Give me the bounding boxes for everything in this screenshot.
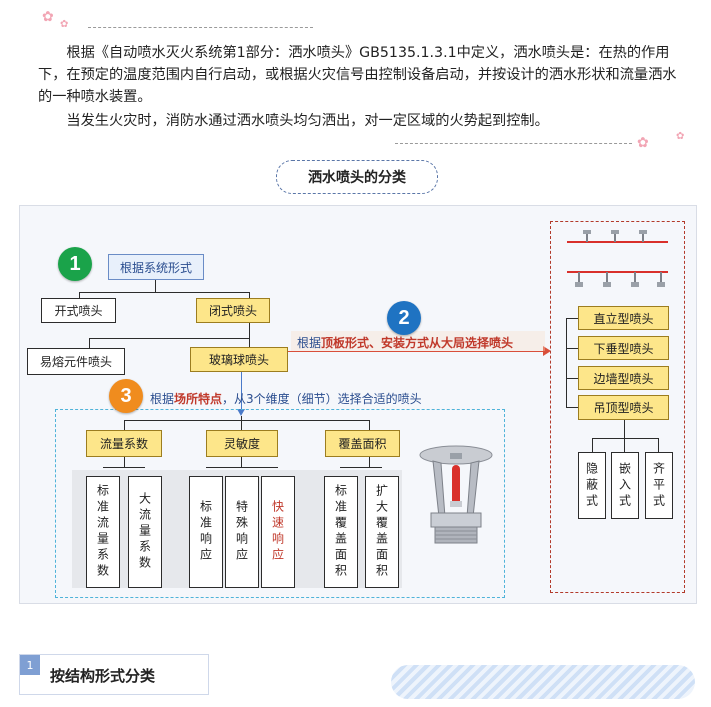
section-number: 1 (20, 655, 40, 675)
flower-decoration: ✿ (60, 19, 69, 30)
flow-item: 大流量系数 (128, 476, 162, 588)
sensitivity-item: 标准响应 (189, 476, 223, 588)
upright-sprinkler-box: 直立型喷头 (578, 306, 669, 330)
ceiling-subtype-item: 齐平式 (645, 452, 673, 519)
step-badge-3: 3 (109, 379, 143, 413)
flow-item: 标准流量系数 (86, 476, 120, 588)
sensitivity-item: 特殊响应 (225, 476, 259, 588)
classification-diagram: 1 2 3 根据系统形式 开式喷头 闭式喷头 易熔元件喷头 玻璃球喷头 根据顶板… (19, 205, 697, 604)
step-badge-1: 1 (58, 247, 92, 281)
ceiling-subtype-item: 嵌入式 (611, 452, 639, 519)
divider (395, 143, 632, 144)
note-3: 根据场所特点，从3个维度（细节）选择合适的喷头 (150, 392, 422, 406)
coverage-area-box: 覆盖面积 (325, 430, 400, 457)
ceiling-subtype-item: 隐蔽式 (578, 452, 606, 519)
closed-sprinkler-box: 闭式喷头 (196, 298, 270, 323)
sidewall-sprinkler-box: 边墙型喷头 (578, 366, 669, 390)
divider (88, 27, 313, 28)
pipe-illustration (567, 230, 668, 287)
sensitivity-box: 灵敏度 (206, 430, 278, 457)
coverage-item: 标准覆盖面积 (324, 476, 358, 588)
flower-decoration: ✿ (676, 131, 685, 142)
system-form-box: 根据系统形式 (108, 254, 204, 280)
section-pill: 洒水喷头的分类 (276, 160, 438, 194)
ceiling-sprinkler-box: 吊顶型喷头 (578, 395, 669, 420)
note-2: 根据顶板形式、安装方式从大局选择喷头 (297, 336, 514, 350)
flow-coefficient-box: 流量系数 (86, 430, 162, 457)
intro-paragraph-1: 根据《自动喷水灭火系统第1部分：洒水喷头》GB5135.1.3.1中定义，洒水喷… (38, 45, 677, 105)
coverage-item: 扩大覆盖面积 (365, 476, 399, 588)
section-title: 按结构形式分类 (50, 667, 156, 685)
decorative-pattern (391, 665, 695, 699)
sprinkler-head-image (417, 439, 495, 549)
intro-paragraph-2: 当发生火灾时，消防水通过洒水喷头均匀洒出，对一定区域的火势起到控制。 (66, 113, 549, 129)
section-header: 1 按结构形式分类 (19, 654, 209, 695)
open-sprinkler-box: 开式喷头 (41, 298, 116, 323)
flower-decoration: ✿ (42, 9, 54, 25)
glass-bulb-sprinkler-box: 玻璃球喷头 (190, 347, 288, 372)
flower-decoration: ✿ (637, 135, 649, 151)
sensitivity-item-fast: 快速响应 (261, 476, 295, 588)
pendent-sprinkler-box: 下垂型喷头 (578, 336, 669, 360)
fusible-sprinkler-box: 易熔元件喷头 (27, 348, 125, 375)
step-badge-2: 2 (387, 301, 421, 335)
mounting-type-panel (550, 221, 685, 593)
